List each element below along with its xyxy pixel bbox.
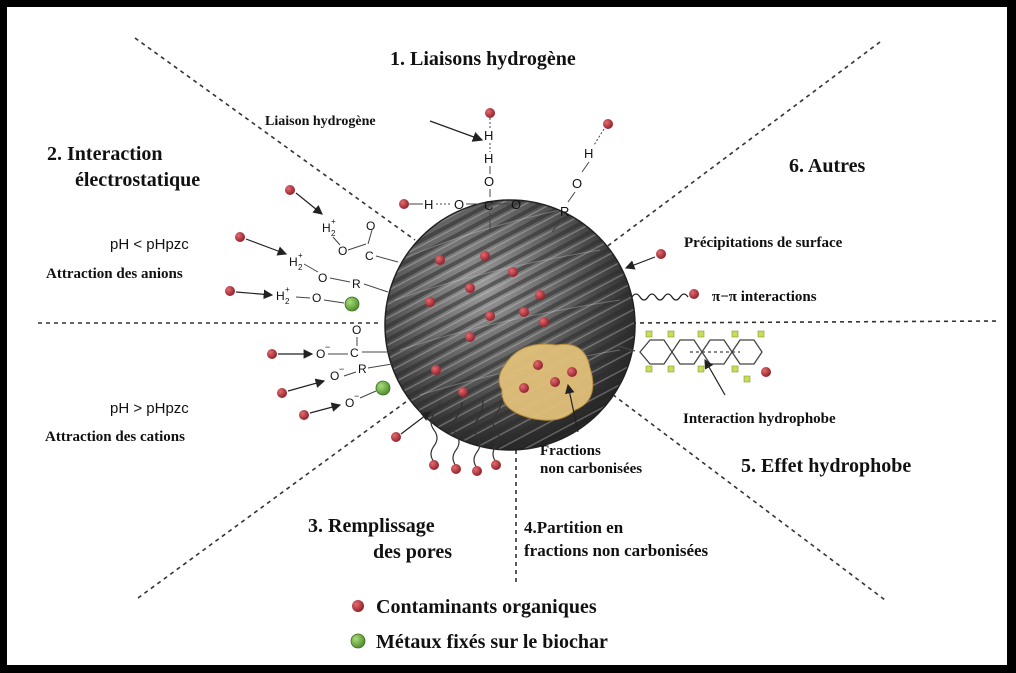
pi-pi-label: π−π interactions <box>712 289 817 305</box>
svg-text:H: H <box>322 221 331 235</box>
ph-high-label: pH > pHpzc <box>110 400 189 417</box>
fractions-label-line1: Fractions <box>540 443 601 459</box>
svg-text:O: O <box>352 323 361 337</box>
svg-text:H: H <box>276 289 285 303</box>
svg-text:+: + <box>285 285 290 294</box>
hydrophobic-interaction-label: Interaction hydrophobe <box>683 411 836 427</box>
svg-text:O: O <box>572 176 582 191</box>
svg-text:R: R <box>358 362 367 376</box>
section-2-title-line2: électrostatique <box>75 169 200 191</box>
svg-text:+: + <box>298 251 303 260</box>
svg-text:−: − <box>354 391 359 401</box>
svg-text:O: O <box>316 347 325 361</box>
svg-text:O: O <box>454 197 464 212</box>
svg-text:H: H <box>484 128 493 143</box>
biochar-particle <box>385 200 635 450</box>
section-5-title: 5. Effet hydrophobe <box>741 455 911 477</box>
section-3-title-line1: 3. Remplissage <box>308 515 435 537</box>
cation-attraction-label: Attraction des cations <box>45 429 185 445</box>
cation-attraction-group: O C O− O− R O− <box>267 323 392 420</box>
svg-text:2: 2 <box>298 263 303 272</box>
legend-metals-label: Métaux fixés sur le biochar <box>376 631 608 653</box>
svg-text:O: O <box>511 197 521 212</box>
svg-text:R: R <box>352 277 361 291</box>
surface-precipitation-label: Précipitations de surface <box>684 235 843 251</box>
ph-low-label: pH < pHpzc <box>110 236 189 253</box>
svg-text:H: H <box>289 255 298 269</box>
svg-text:O: O <box>312 291 321 305</box>
svg-text:R: R <box>560 204 569 219</box>
svg-text:O: O <box>338 244 347 258</box>
svg-text:C: C <box>484 198 493 213</box>
legend-contaminants-label: Contaminants organiques <box>376 596 597 618</box>
others-group <box>626 249 699 300</box>
legend-contaminant-icon <box>352 600 364 612</box>
hydrophobic-contaminant <box>761 367 771 377</box>
svg-text:H: H <box>584 146 593 161</box>
svg-text:H: H <box>424 197 433 212</box>
anion-attraction-label: Attraction des anions <box>46 266 183 282</box>
svg-text:O: O <box>345 396 354 410</box>
svg-text:C: C <box>365 249 374 263</box>
fractions-label-line2: non carbonisées <box>540 461 642 477</box>
svg-text:−: − <box>339 364 344 374</box>
svg-text:C: C <box>350 346 359 360</box>
svg-text:−: − <box>325 342 330 352</box>
hydrogen-bond-label: Liaison hydrogène <box>265 114 376 129</box>
hydrophobic-molecule <box>618 340 762 364</box>
svg-text:2: 2 <box>285 297 290 306</box>
legend-metal-icon <box>351 634 365 648</box>
svg-text:2: 2 <box>331 229 336 238</box>
svg-text:O: O <box>318 271 327 285</box>
legend: Contaminants organiques Métaux fixés sur… <box>351 596 608 653</box>
hydrophobic-pointer <box>705 360 725 395</box>
svg-text:+: + <box>331 217 336 226</box>
section-4-title-line1: 4.Partition en <box>524 518 624 537</box>
section-3-title-line2: des pores <box>373 541 452 563</box>
section-6-title: 6. Autres <box>789 155 866 177</box>
svg-text:O: O <box>484 174 494 189</box>
section-2-title-line1: 2. Interaction <box>47 143 163 165</box>
svg-text:O: O <box>366 219 375 233</box>
svg-text:H: H <box>484 151 493 166</box>
svg-text:O: O <box>330 369 339 383</box>
section-1-title: 1. Liaisons hydrogène <box>390 48 576 70</box>
section-4-title-line2: fractions non carbonisées <box>524 541 709 560</box>
